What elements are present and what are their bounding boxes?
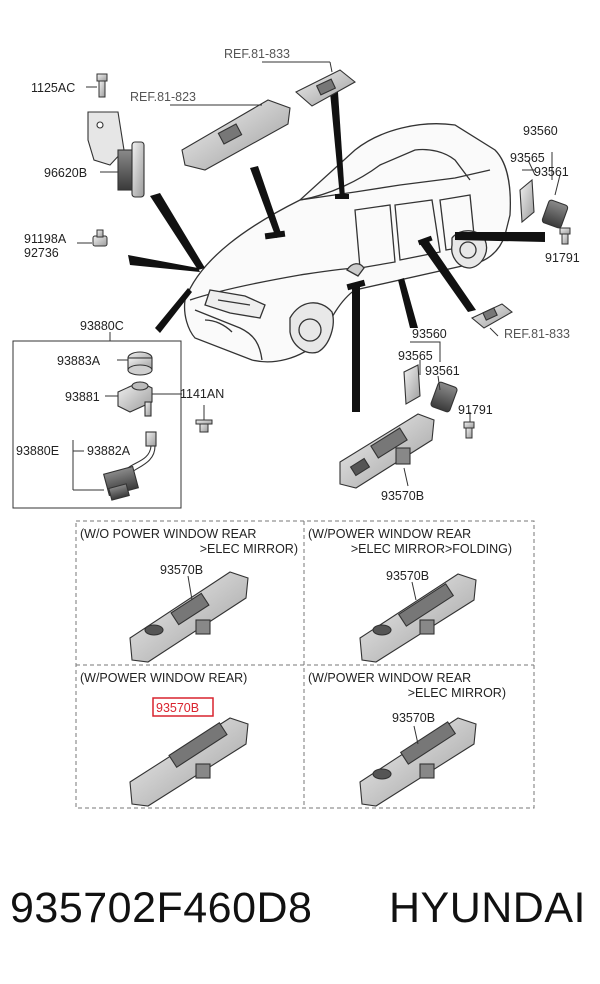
leader-line <box>329 61 333 73</box>
option-4-line2: >ELEC MIRROR) <box>408 686 506 700</box>
option-1-line1: (W/O POWER WINDOW REAR <box>80 527 256 541</box>
label-93561-mid: 93561 <box>425 364 460 378</box>
label-93560-mid: 93560 <box>412 327 447 341</box>
leader-lines-mid-right <box>410 341 471 422</box>
options-grid <box>75 520 535 809</box>
rear-screw-top-icon <box>559 227 571 245</box>
label-93882a: 93882A <box>87 444 131 458</box>
option-leader-lines <box>187 575 419 745</box>
ref-top: REF.81-833 <box>224 47 290 61</box>
label-93561-top: 93561 <box>534 165 569 179</box>
label-93880c: 93880C <box>80 319 124 333</box>
main-switch-icon <box>339 413 435 489</box>
car-illustration <box>183 123 511 363</box>
bolt-1141an-icon <box>195 419 213 433</box>
rear-screw-mid-icon <box>463 421 475 439</box>
ref-switch-top-icon <box>295 69 356 107</box>
label-91198a: 91198A <box>24 232 67 246</box>
label-93883a: 93883A <box>57 354 101 368</box>
rear-switch-holder-mid-icon <box>403 364 458 413</box>
ref-right: REF.81-833 <box>504 327 570 341</box>
highlight-box <box>152 697 214 717</box>
option-4-line1: (W/POWER WINDOW REAR <box>308 671 471 685</box>
ref-left: REF.81-823 <box>130 90 196 104</box>
leader-line <box>489 327 499 337</box>
bolt-1125ac-icon <box>96 73 108 98</box>
label-93560-top: 93560 <box>523 124 558 138</box>
footer: 935702F460D8 HYUNDAI <box>0 870 600 960</box>
option-2-line2: >ELEC MIRROR>FOLDING) <box>351 542 512 556</box>
option-1-part: 93570B <box>160 563 203 577</box>
option-3-part: 93570B <box>156 701 199 715</box>
label-91791-mid: 91791 <box>458 403 493 417</box>
label-93565-mid: 93565 <box>398 349 433 363</box>
option-3-line1: (W/POWER WINDOW REAR) <box>80 671 247 685</box>
ref-switch-right-icon <box>470 303 513 329</box>
sensor-assembly-box <box>12 332 182 509</box>
option-switch-icon-4 <box>359 717 477 807</box>
option-2-part: 93570B <box>386 569 429 583</box>
option-1-line2: >ELEC MIRROR) <box>200 542 298 556</box>
brand-name: HYUNDAI <box>388 884 586 932</box>
parts-diagram: 1125AC 96620B 91198A 92736 93880C 93883A… <box>12 47 580 809</box>
option-switch-icon-2 <box>359 573 477 663</box>
rear-switch-holder-top-icon <box>519 178 569 229</box>
label-91791-top: 91791 <box>545 251 580 265</box>
leader-line <box>403 467 409 487</box>
label-93565-top: 93565 <box>510 151 545 165</box>
label-92736: 92736 <box>24 246 59 260</box>
label-96620b: 96620B <box>44 166 87 180</box>
clip-91198a-icon <box>92 229 108 247</box>
leader-wedge-bases <box>264 194 433 291</box>
label-93881: 93881 <box>65 390 100 404</box>
label-93880e: 93880E <box>16 444 59 458</box>
label-1141an: 1141AN <box>180 387 224 401</box>
option-switch-icon-3 <box>129 717 249 807</box>
part-number: 935702F460D8 <box>10 884 313 932</box>
option-switch-icon-1 <box>129 571 249 663</box>
option-4-part: 93570B <box>392 711 435 725</box>
leader-lines-top-right <box>522 152 561 196</box>
label-93570b-main: 93570B <box>381 489 424 503</box>
label-1125ac: 1125AC <box>31 81 75 95</box>
bracket-96620b-icon <box>87 111 145 198</box>
leader-wedges <box>128 92 545 412</box>
ref-switch-left-icon <box>181 99 291 171</box>
option-2-line1: (W/POWER WINDOW REAR <box>308 527 471 541</box>
